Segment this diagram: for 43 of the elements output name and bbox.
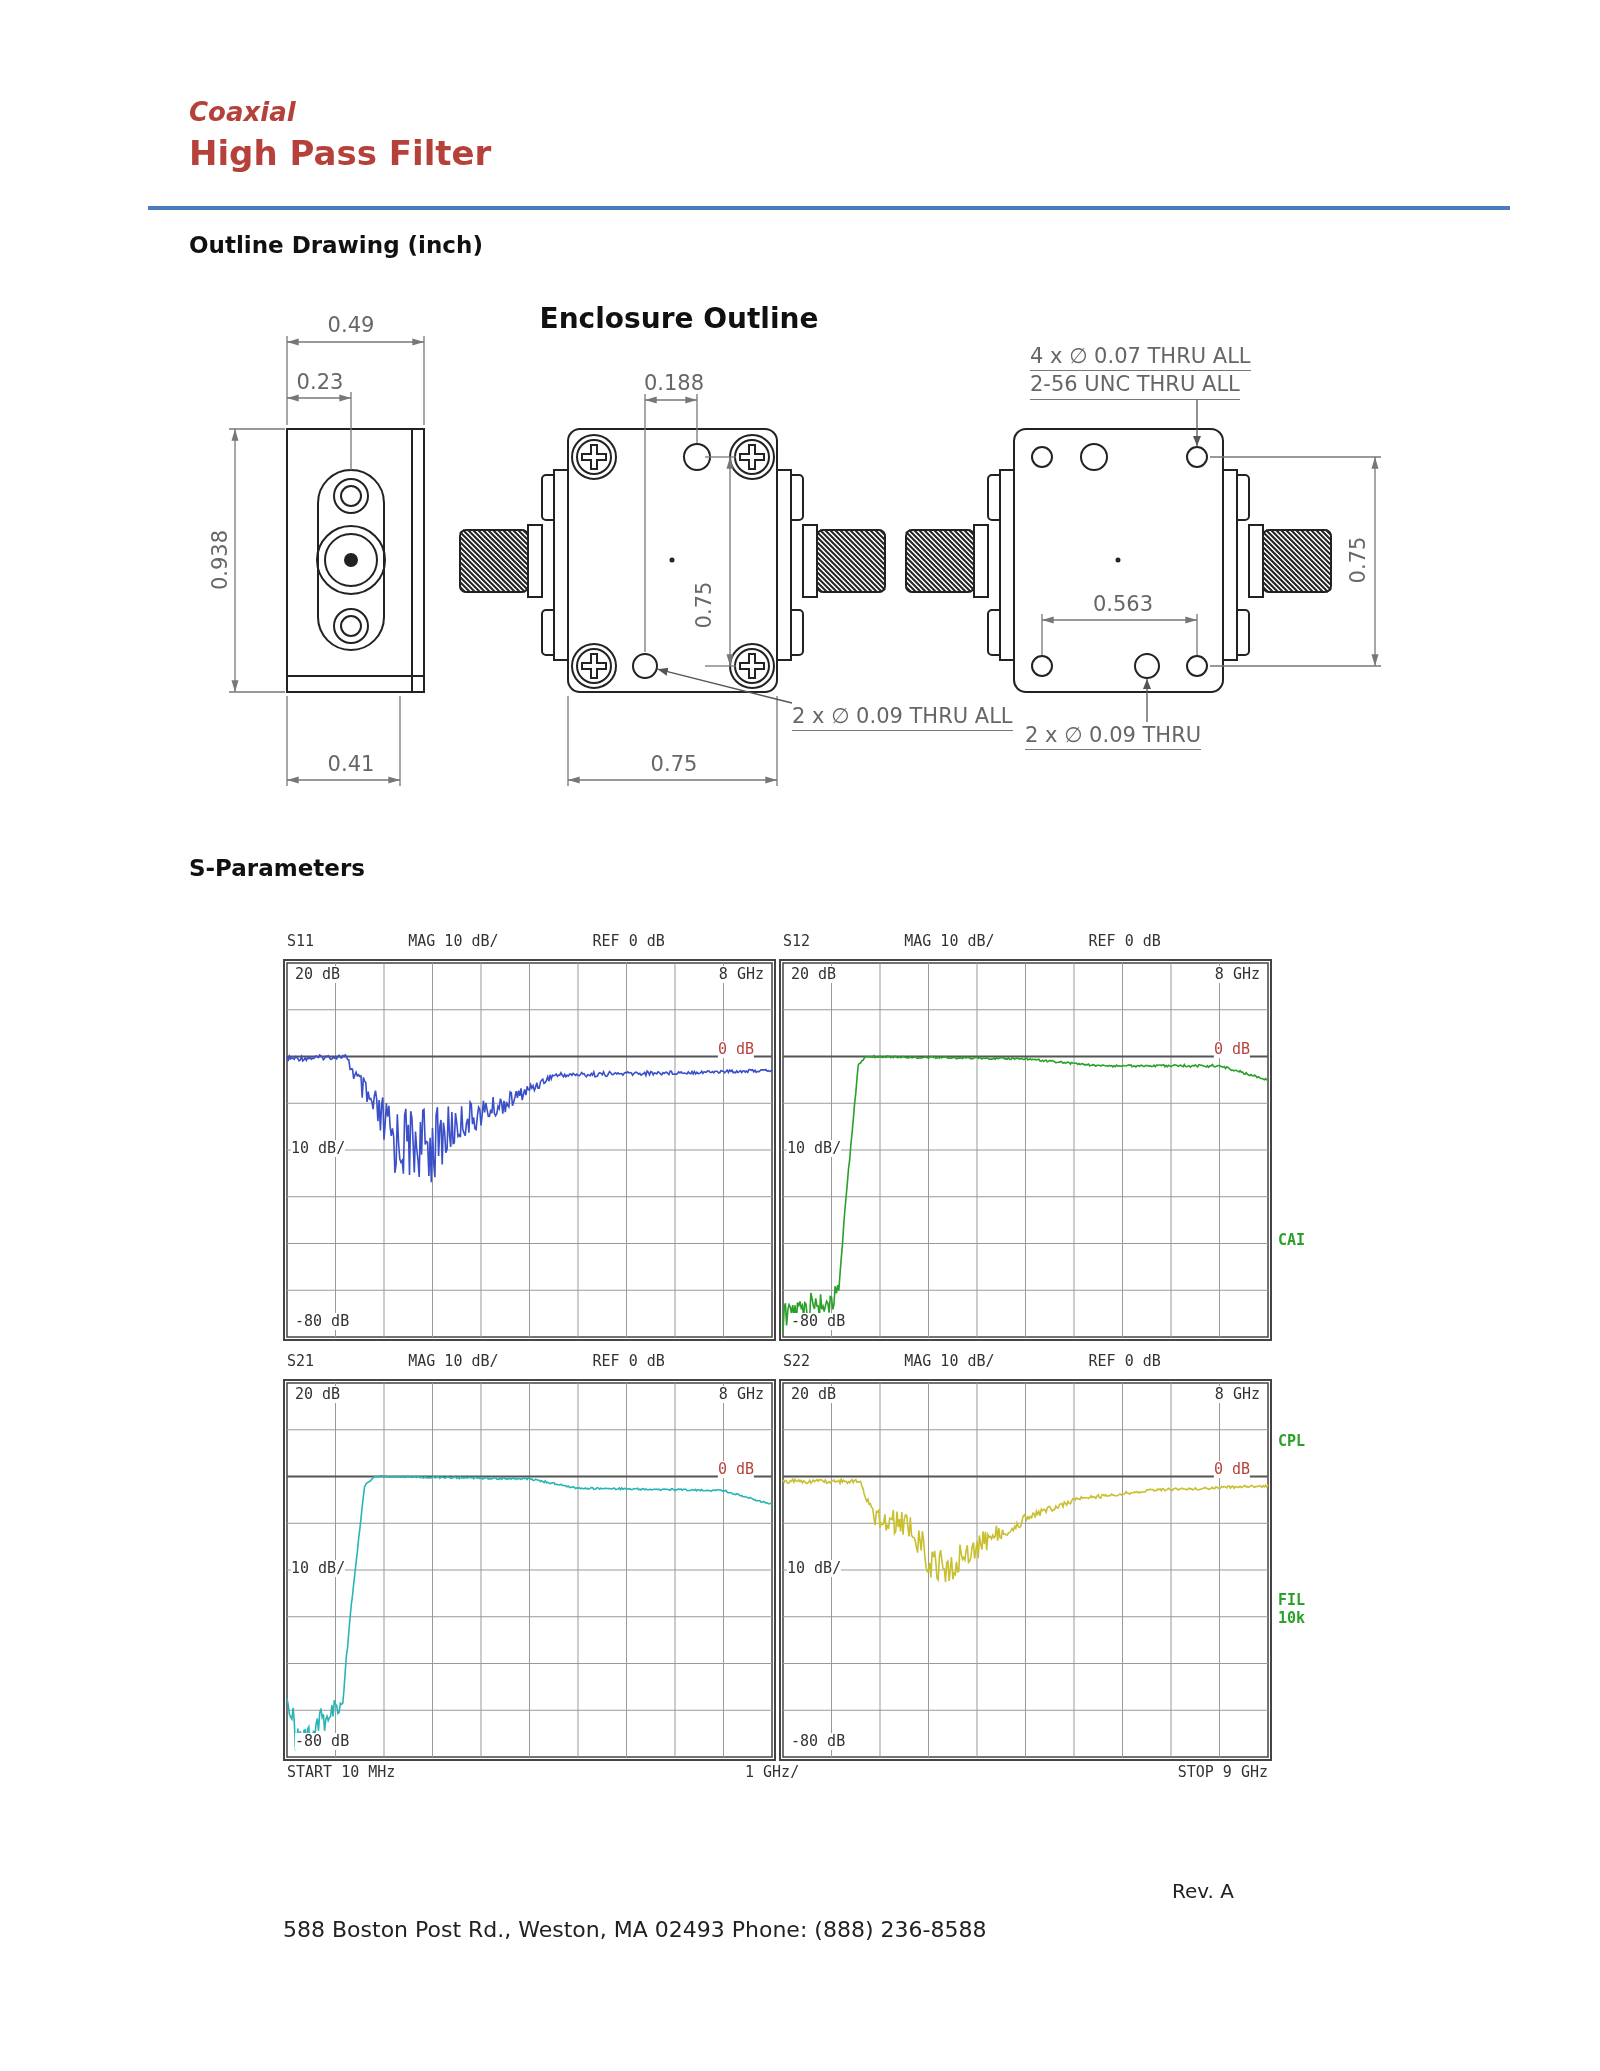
section-heading: Outline Drawing (inch) (189, 232, 483, 259)
page-title: High Pass Filter (189, 134, 492, 174)
chart-annotation: -80 dB (295, 1733, 350, 1751)
dimension-value: 0.563 (1092, 592, 1154, 617)
revision-label: Rev. A (1172, 1880, 1234, 1903)
chart-annotation: 8 GHz (1214, 1386, 1260, 1404)
chart-annotation: 10 dB/ (787, 1140, 842, 1158)
chart-annotation: 10 dB/ (291, 1140, 346, 1158)
chart-annotation: 20 dB (295, 966, 341, 984)
callout-text: 2 x ∅ 0.09 THRU ALL (792, 703, 1013, 732)
chart-annotation: 10 dB/ (787, 1560, 842, 1578)
dimension-value: 0.41 (327, 752, 375, 777)
chart-annotation: 20 dB (791, 966, 837, 984)
section-heading: S-Parameters (189, 855, 365, 882)
softkey-label: CAI (1278, 1232, 1306, 1250)
chart-annotation: 20 dB (791, 1386, 837, 1404)
callout-text: 2-56 UNC THRU ALL (1030, 371, 1240, 400)
softkey-label: 10k (1278, 1610, 1306, 1628)
softkey-label: CPL (1278, 1433, 1306, 1451)
chart-annotation: 20 dB (295, 1386, 341, 1404)
dimension-value: 0.75 (1345, 536, 1371, 584)
dimension-value: 0.23 (296, 370, 344, 395)
chart-annotation: 8 GHz (718, 966, 764, 984)
chart-annotation: -80 dB (791, 1733, 846, 1751)
callout-text: 4 x ∅ 0.07 THRU ALL (1030, 343, 1251, 372)
leader-line (1192, 398, 1202, 447)
chart-annotation: -80 dB (791, 1313, 846, 1331)
leader-line (1142, 678, 1152, 723)
dimension-value: 0.49 (327, 313, 375, 338)
chart-annotation: 10 dB/ (291, 1560, 346, 1578)
drawing-title: Enclosure Outline (539, 303, 819, 336)
subtitle: Coaxial (189, 98, 296, 128)
leader-line (656, 667, 793, 704)
callout-text: 2 x ∅ 0.09 THRU (1025, 722, 1202, 751)
dimension-value: 0.75 (650, 752, 698, 777)
address-text: 588 Boston Post Rd., Weston, MA 02493 Phone: (888) 236-8588 (283, 1917, 987, 1943)
dimension-value: 0.938 (207, 529, 233, 591)
chart-annotation: -80 dB (295, 1313, 350, 1331)
softkey-label: FIL (1278, 1592, 1306, 1610)
dimension-value: 0.75 (691, 581, 717, 629)
chart-annotation: 8 GHz (718, 1386, 764, 1404)
chart-annotation: 8 GHz (1214, 966, 1260, 984)
dimension-value: 0.188 (643, 371, 705, 396)
